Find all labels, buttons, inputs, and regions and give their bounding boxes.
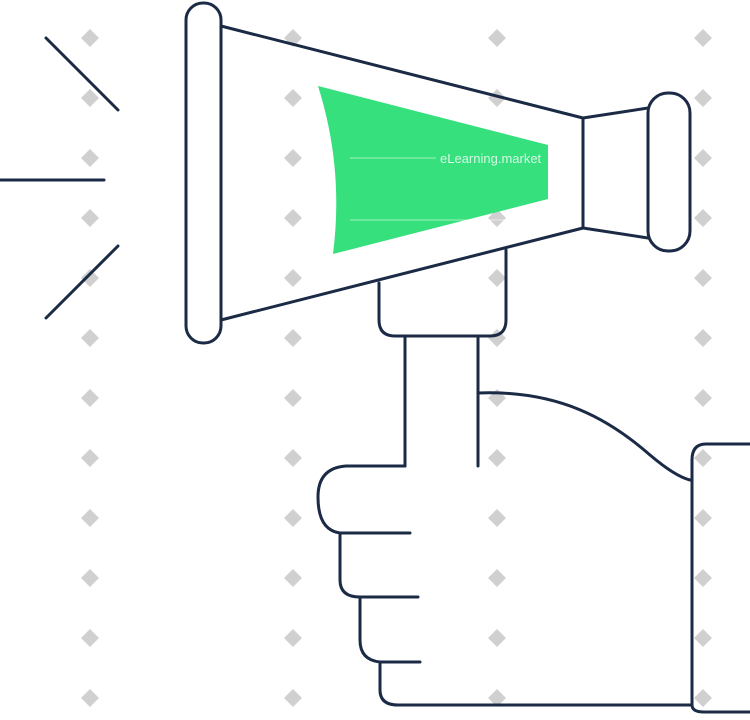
watermark-diamond <box>694 329 712 347</box>
watermark-diamond <box>694 449 712 467</box>
watermark-diamond <box>81 209 99 227</box>
megaphone-accent-panel <box>318 86 548 254</box>
watermark-diamond <box>81 89 99 107</box>
watermark-diamond <box>81 689 99 707</box>
megaphone-mouthpiece <box>646 91 692 253</box>
watermark-diamond <box>488 449 506 467</box>
watermark-diamond <box>284 329 302 347</box>
watermark-diamond <box>81 29 99 47</box>
watermark-diamond <box>81 269 99 287</box>
watermark-diamond <box>694 629 712 647</box>
watermark-diamonds <box>81 29 712 707</box>
watermark-diamond <box>694 569 712 587</box>
watermark-diamond <box>694 209 712 227</box>
watermark-diamond <box>81 569 99 587</box>
watermark-diamond <box>488 509 506 527</box>
watermark-diamond <box>488 29 506 47</box>
watermark-diamond <box>284 389 302 407</box>
sound-lines-icon <box>0 36 120 320</box>
watermark-diamond <box>694 29 712 47</box>
sound-line-bottom <box>44 244 120 320</box>
watermark-diamond <box>284 449 302 467</box>
watermark-diamond <box>694 149 712 167</box>
watermark-diamond <box>488 689 506 707</box>
watermark-diamond <box>694 389 712 407</box>
watermark-diamond <box>81 329 99 347</box>
megaphone-handle-collar <box>377 248 508 338</box>
watermark-diamond <box>488 269 506 287</box>
hand-outline <box>316 391 692 707</box>
watermark-diamond <box>694 269 712 287</box>
watermark-diamond <box>284 149 302 167</box>
watermark-diamond <box>284 569 302 587</box>
megaphone-icon <box>184 1 692 468</box>
megaphone-bell <box>219 24 585 322</box>
watermark-diamond <box>284 89 302 107</box>
megaphone-neck <box>581 106 650 240</box>
watermark-diamond <box>284 629 302 647</box>
megaphone-rim <box>184 1 223 345</box>
watermark-diamond <box>81 449 99 467</box>
watermark-diamond <box>284 269 302 287</box>
watermark-diamond <box>488 629 506 647</box>
watermark-diamond <box>284 509 302 527</box>
watermark-diamond <box>81 149 99 167</box>
watermark-diamond <box>488 209 506 227</box>
watermark-diamond <box>284 209 302 227</box>
watermark-diamond <box>694 509 712 527</box>
watermark-diamond <box>284 689 302 707</box>
watermark-diamond <box>488 569 506 587</box>
megaphone-handle <box>403 334 480 468</box>
watermark-text: eLearning.market <box>440 151 542 166</box>
watermark-diamond <box>694 689 712 707</box>
sound-line-top <box>44 36 120 112</box>
hand-icon <box>316 391 750 714</box>
hand-sleeve <box>690 442 750 714</box>
watermark-diamond <box>81 509 99 527</box>
watermark-diamond <box>81 389 99 407</box>
watermark-diamond <box>81 629 99 647</box>
watermark-diamond <box>694 89 712 107</box>
